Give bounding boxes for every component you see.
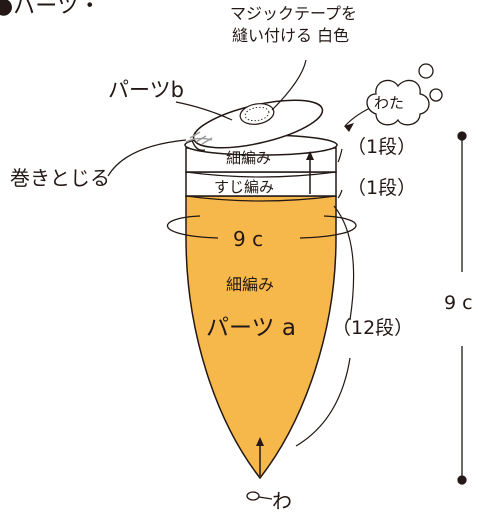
part-a-label: パーツ a bbox=[206, 315, 296, 341]
magic-ring-label: わ bbox=[272, 489, 292, 513]
velcro-note-line1: マジックテープを bbox=[230, 4, 358, 23]
height-label: 9 c bbox=[444, 292, 473, 314]
band-curve-lower bbox=[185, 195, 337, 202]
leader-whip-stitch bbox=[107, 139, 187, 177]
height-dimension bbox=[457, 131, 467, 485]
row-count-1: （1段） bbox=[347, 136, 417, 158]
leader-rows-main bbox=[333, 205, 355, 321]
stuffing-cloud-icon bbox=[366, 63, 443, 126]
leader-wata bbox=[344, 107, 371, 127]
wata-arrow-head bbox=[344, 123, 354, 132]
leader-row-1 bbox=[337, 148, 343, 163]
row-count-3: （12段） bbox=[332, 317, 414, 339]
leader-lines bbox=[107, 59, 371, 447]
part-b-label: パーツb bbox=[108, 78, 184, 102]
single-crochet-upper-label: 細編み bbox=[226, 149, 272, 167]
upward-arrow-top bbox=[306, 151, 314, 194]
magic-ring-icon bbox=[246, 491, 273, 501]
circumference-ring bbox=[167, 215, 357, 239]
band-back-loop-row bbox=[185, 171, 337, 197]
leader-rows-main-low bbox=[295, 357, 351, 447]
row-count-2: （1段） bbox=[347, 177, 417, 199]
back-loop-label: すじ編み bbox=[214, 178, 275, 196]
velcro-patch-inner bbox=[244, 106, 270, 122]
stuffing-label: わた bbox=[374, 94, 405, 112]
velcro-patch bbox=[239, 103, 275, 125]
circumference-label: 9 c bbox=[233, 227, 264, 251]
upward-arrow-bottom bbox=[256, 437, 264, 476]
leader-velcro bbox=[271, 59, 307, 111]
part-a-body bbox=[185, 195, 337, 480]
whip-stitch-marks bbox=[185, 131, 213, 145]
part-b-lid-edge bbox=[191, 139, 206, 151]
leader-part-b bbox=[175, 101, 233, 121]
leader-row-2 bbox=[337, 189, 343, 199]
single-crochet-main-label: 細編み bbox=[226, 275, 275, 294]
band-curve-middle bbox=[185, 171, 337, 178]
heading-label: ●パーツ・ bbox=[0, 0, 101, 19]
whip-stitch-label: 巻きとじる bbox=[10, 166, 110, 190]
velcro-note-line2: 縫い付ける 白色 bbox=[232, 26, 350, 45]
